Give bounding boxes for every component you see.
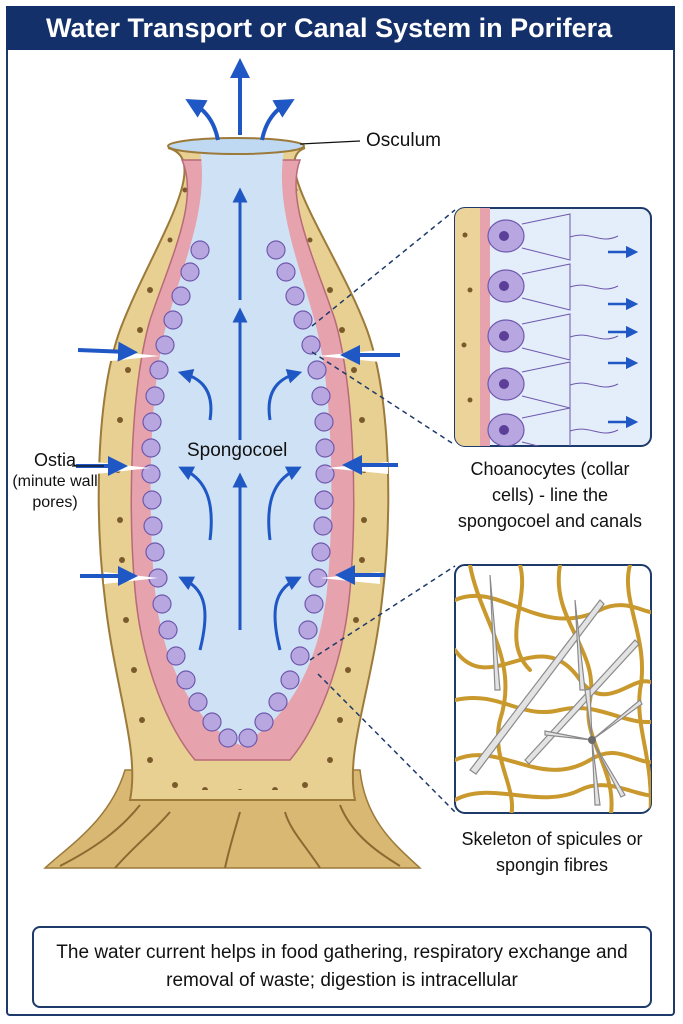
osculum-rim <box>167 137 305 155</box>
wall-pores <box>115 187 367 790</box>
inset-connectors <box>309 209 456 813</box>
choanocytes-label: Choanocytes (collar cells) - line the sp… <box>457 459 643 531</box>
skeleton-label: Skeleton of spicules or spongin fibres <box>461 829 643 875</box>
diagram-title: Water Transport or Canal System in Porif… <box>6 6 675 50</box>
ostia-label-main: Ostia <box>33 450 76 470</box>
summary-box: The water current helps in food gatherin… <box>32 926 652 1008</box>
ostia-label: Ostia (minute wall pores) <box>8 450 102 513</box>
choanocyte-inset <box>454 207 652 447</box>
inflow-arrows <box>76 341 400 586</box>
outflow-arrows <box>185 58 295 141</box>
ostia-label-note: (minute wall pores) <box>12 473 98 511</box>
osculum-leader <box>299 140 361 145</box>
spongocoel-label: Spongocoel <box>187 440 288 461</box>
internal-flow-arrows <box>177 187 303 651</box>
skeleton-inset <box>454 564 652 814</box>
osculum-label: Osculum <box>366 130 441 151</box>
choanocyte-lining <box>141 240 335 748</box>
